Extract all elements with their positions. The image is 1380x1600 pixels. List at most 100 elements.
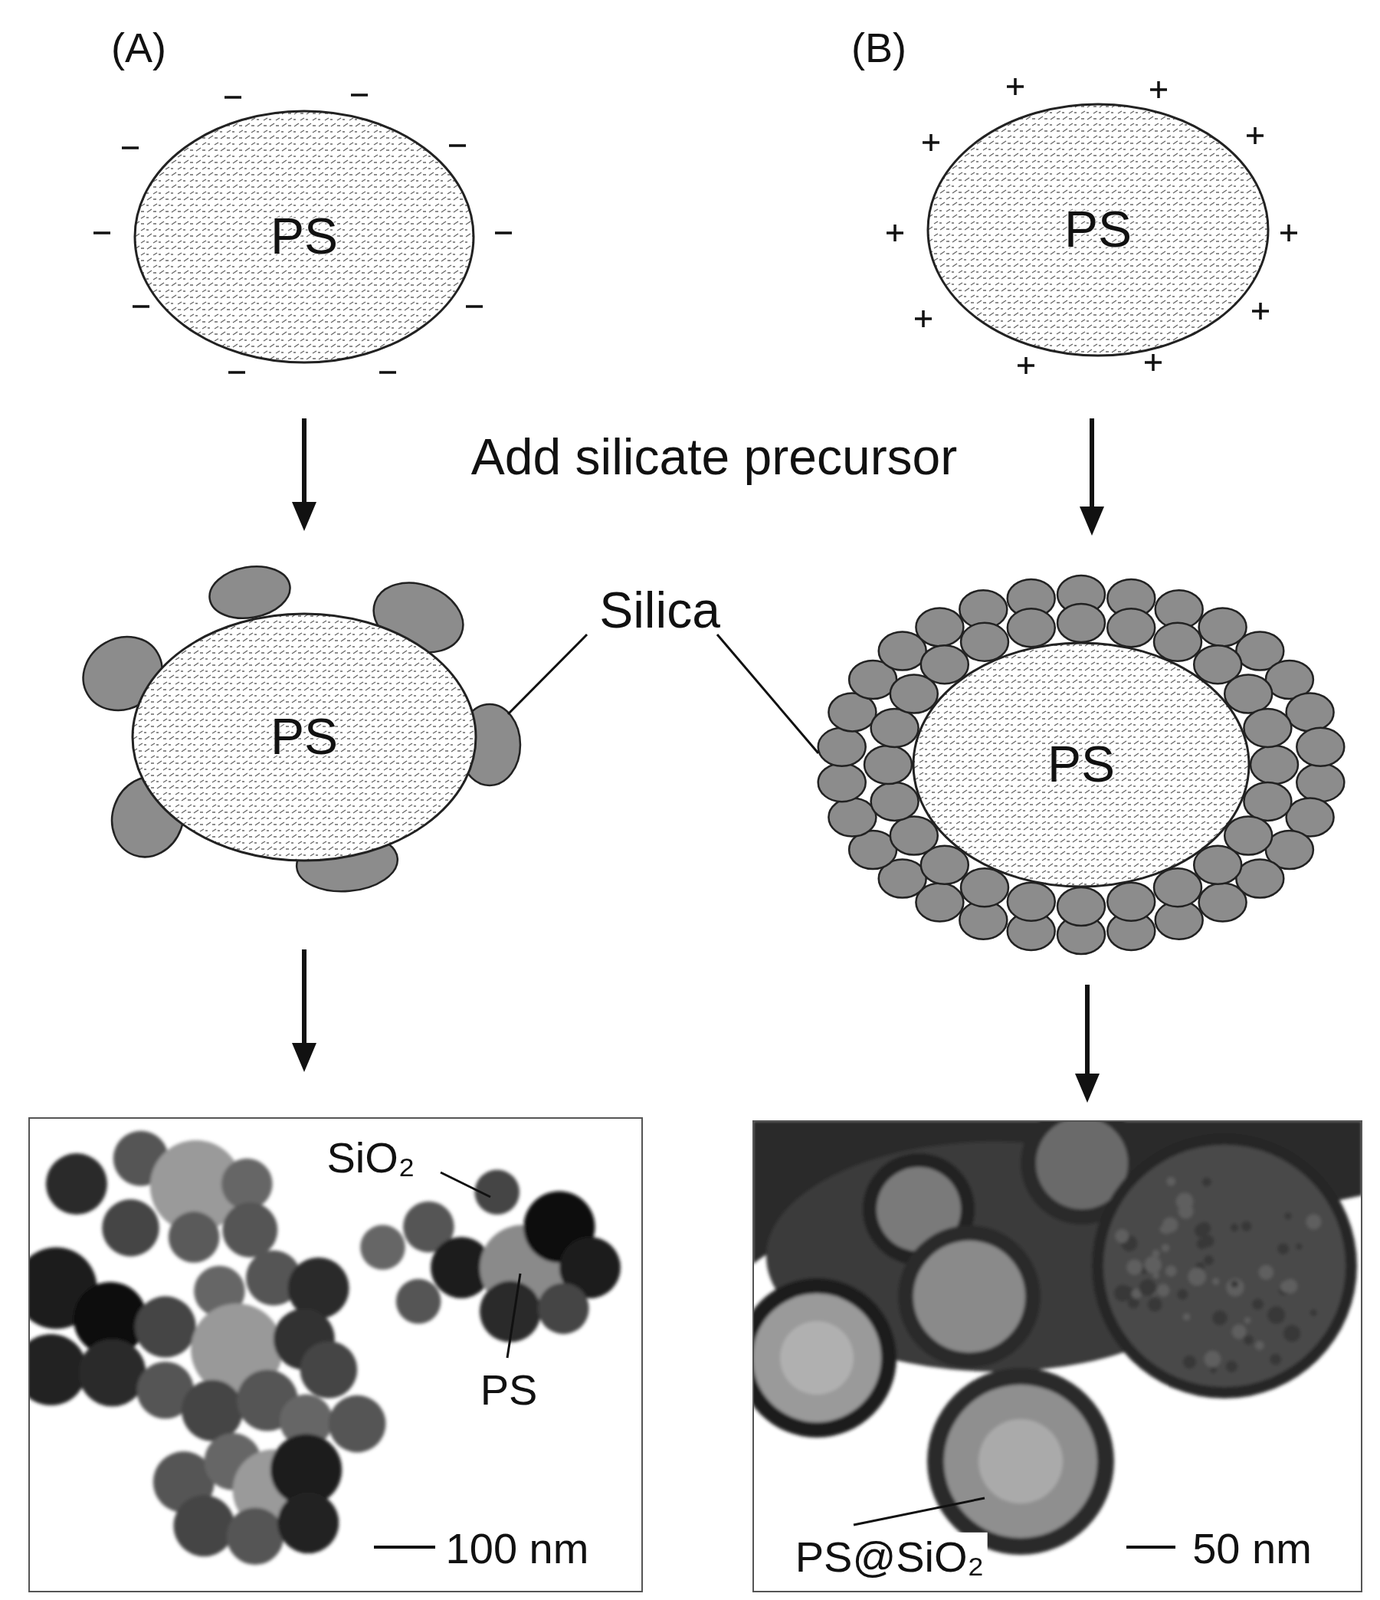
arrow [1075,984,1100,1103]
sphere-core [780,1320,854,1395]
tem-label: 50 nm [1189,1524,1315,1574]
core-shell-sphere [898,1225,1041,1368]
minus-sign [121,146,139,150]
texture-dot [1295,1242,1303,1250]
texture-dot [1204,1350,1222,1368]
sphere-core [1103,1144,1346,1387]
silica-bead [1007,882,1056,922]
step-label: Add silicate precursor [471,428,958,487]
ellipse-ground [132,613,476,861]
texture-dot [1144,1256,1162,1274]
silica-bead [1193,845,1242,885]
leader-line [507,1273,521,1358]
silica-bead [1243,782,1292,821]
tem-particle [396,1278,442,1325]
texture-dot [1241,1220,1253,1232]
texture-dot [1267,1306,1285,1325]
texture-dot [1126,1258,1143,1276]
tem-particle [328,1395,387,1453]
texture-dot [1230,1223,1240,1233]
texture-dot [1310,1309,1318,1317]
plus-sign [1017,357,1035,374]
texture-dot [1187,1267,1207,1286]
tem-particle [101,1199,160,1257]
texture-dot [1232,1324,1247,1339]
silica-islands [69,560,521,895]
texture-dot [1243,1334,1254,1345]
plus-sign [1280,224,1298,242]
silica-bead [1296,763,1344,802]
minus-sign [465,304,483,309]
arrow-head [1075,1073,1100,1103]
texture-dot [1157,1284,1171,1298]
core-label: PS [1064,200,1132,259]
ellipse-ground [927,104,1269,356]
texture-dot [1114,1284,1131,1302]
texture-dot [1203,1255,1214,1266]
texture-dot [1212,1310,1228,1326]
silica-bead [818,763,866,802]
texture-dot [1194,1222,1210,1238]
texture-dot [1244,1317,1251,1324]
silica-bead [915,607,964,646]
ellipse-ground [134,111,474,363]
texture-dot [1277,1242,1289,1255]
texture-dot [1196,1238,1208,1249]
plus-bar [1151,354,1155,371]
plus-bar [929,134,933,151]
plus-bar [1024,357,1028,374]
texture-dot [1166,1176,1177,1187]
arrow-shaft [1084,984,1090,1080]
arrow-head [291,501,317,532]
tem-particle [134,1296,197,1358]
leader-line [853,1498,985,1525]
ellipse-border [913,642,1249,887]
plus-bar [921,310,925,328]
silica-bead [864,745,912,784]
tem-particles [28,1130,621,1565]
plus-sign [1246,127,1264,145]
plus-sign [1006,78,1024,96]
scale-bar [1126,1545,1176,1549]
tem-particle [173,1494,235,1557]
silica-shell [818,575,1345,954]
minus-sign [93,231,111,235]
arrow [1079,418,1105,536]
sphere-core [913,1240,1026,1353]
texture-dot [1176,1288,1188,1300]
callout-label: Silica [599,581,721,640]
silica-bead [960,622,1009,662]
minus-sign [132,304,150,309]
texture-dot [1152,1249,1161,1258]
tem-particle [277,1491,339,1554]
silica-bead [1153,868,1202,907]
texture-dot [1160,1225,1167,1233]
plus-sign [1150,81,1167,99]
texture-dot [1280,1281,1292,1293]
plus-bar [893,224,897,242]
texture-dot [1231,1280,1239,1288]
silica-bead [1296,727,1344,767]
texture-dot [1258,1265,1274,1280]
minus-sign [449,144,466,148]
plus-bar [1287,224,1291,242]
minus-sign [224,95,242,99]
silica-bead [1224,675,1272,714]
minus-sign [350,93,368,97]
tem-particle [226,1507,285,1565]
tem-particle [537,1282,590,1335]
surface-charges [93,78,1298,374]
texture-dot [1226,1278,1245,1297]
sphere-texture [1114,1176,1322,1374]
tem-image-b [752,1120,1363,1593]
leader-lines [440,634,985,1525]
plus-sign [1252,302,1269,320]
core-shell-sphere [1091,1133,1358,1399]
plus-bar [1013,78,1017,96]
core-label: PS [1047,735,1115,794]
plus-sign [914,310,932,328]
minus-sign [379,370,397,374]
minus-sign [494,231,512,235]
